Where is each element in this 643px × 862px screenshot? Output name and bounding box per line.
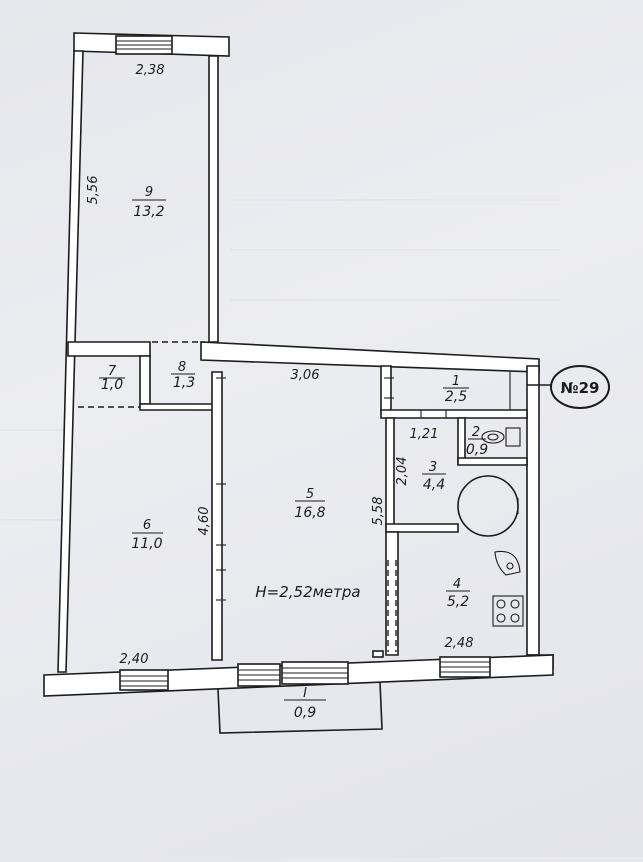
bathroom-block — [380, 365, 528, 656]
room-9-walls — [57, 32, 230, 673]
dimension-labels: 2,38 5,56 3,06 4,60 5,58 2,04 1,21 2,40 … — [86, 63, 473, 667]
dim-room6-width: 2,40 — [120, 652, 149, 667]
room-1-number: 1 — [452, 374, 460, 389]
room-7-number: 7 — [108, 364, 117, 379]
stove-fixture — [492, 595, 524, 627]
wall-ticks — [216, 377, 394, 601]
dim-bath-width: 1,21 — [410, 427, 439, 442]
balcony-outline — [217, 681, 383, 734]
background-ghost-lines — [0, 199, 560, 521]
plan-number: №29 — [561, 379, 600, 397]
room-4-number: 4 — [453, 577, 461, 592]
dim-balcony-height: 5,56 — [86, 176, 101, 205]
dim-room5-right: 5,58 — [371, 497, 386, 526]
plan-number-badge: №29 — [527, 365, 610, 409]
room-5-number: 5 — [306, 487, 314, 502]
room-8-number: 8 — [178, 360, 186, 375]
balcony-number: I — [303, 686, 307, 701]
room-9-number: 9 — [145, 185, 153, 200]
window-room-6 — [119, 669, 169, 691]
room-2-number: 2 — [472, 425, 480, 440]
room-5-area: 16,8 — [294, 505, 325, 521]
dim-kitchen-width: 2,48 — [445, 636, 474, 651]
room-1-area: 2,5 — [445, 389, 467, 405]
room-3-area: 4,4 — [423, 477, 445, 493]
dim-bath-height: 2,04 — [395, 457, 410, 486]
balcony-area: 0,9 — [294, 705, 316, 721]
bottom-wall — [43, 650, 554, 734]
rooms-7-8-walls — [67, 341, 223, 661]
room-4-area: 5,2 — [447, 594, 469, 610]
ceiling-height: H=2,52метра — [255, 583, 360, 601]
room-labels: 9 13,2 7 1,0 8 1,3 6 11,0 5 16,8 1 2,5 2… — [99, 185, 488, 721]
room-7-area: 1,0 — [101, 377, 123, 393]
room-3-number: 3 — [429, 460, 437, 475]
toilet-fixture — [481, 427, 521, 447]
bathtub-fixture — [457, 475, 519, 537]
room-8-area: 1,3 — [173, 375, 195, 391]
dim-hall-width: 3,06 — [291, 368, 320, 383]
window-top — [115, 35, 173, 55]
room-6-area: 11,0 — [131, 536, 162, 552]
dim-top-width: 2,38 — [136, 63, 165, 78]
sink-fixture — [494, 550, 521, 576]
room-9-area: 13,2 — [133, 204, 164, 220]
room-6-number: 6 — [143, 518, 151, 533]
room-2-area: 0,9 — [466, 442, 488, 458]
dim-room5-left: 4,60 — [197, 507, 212, 536]
